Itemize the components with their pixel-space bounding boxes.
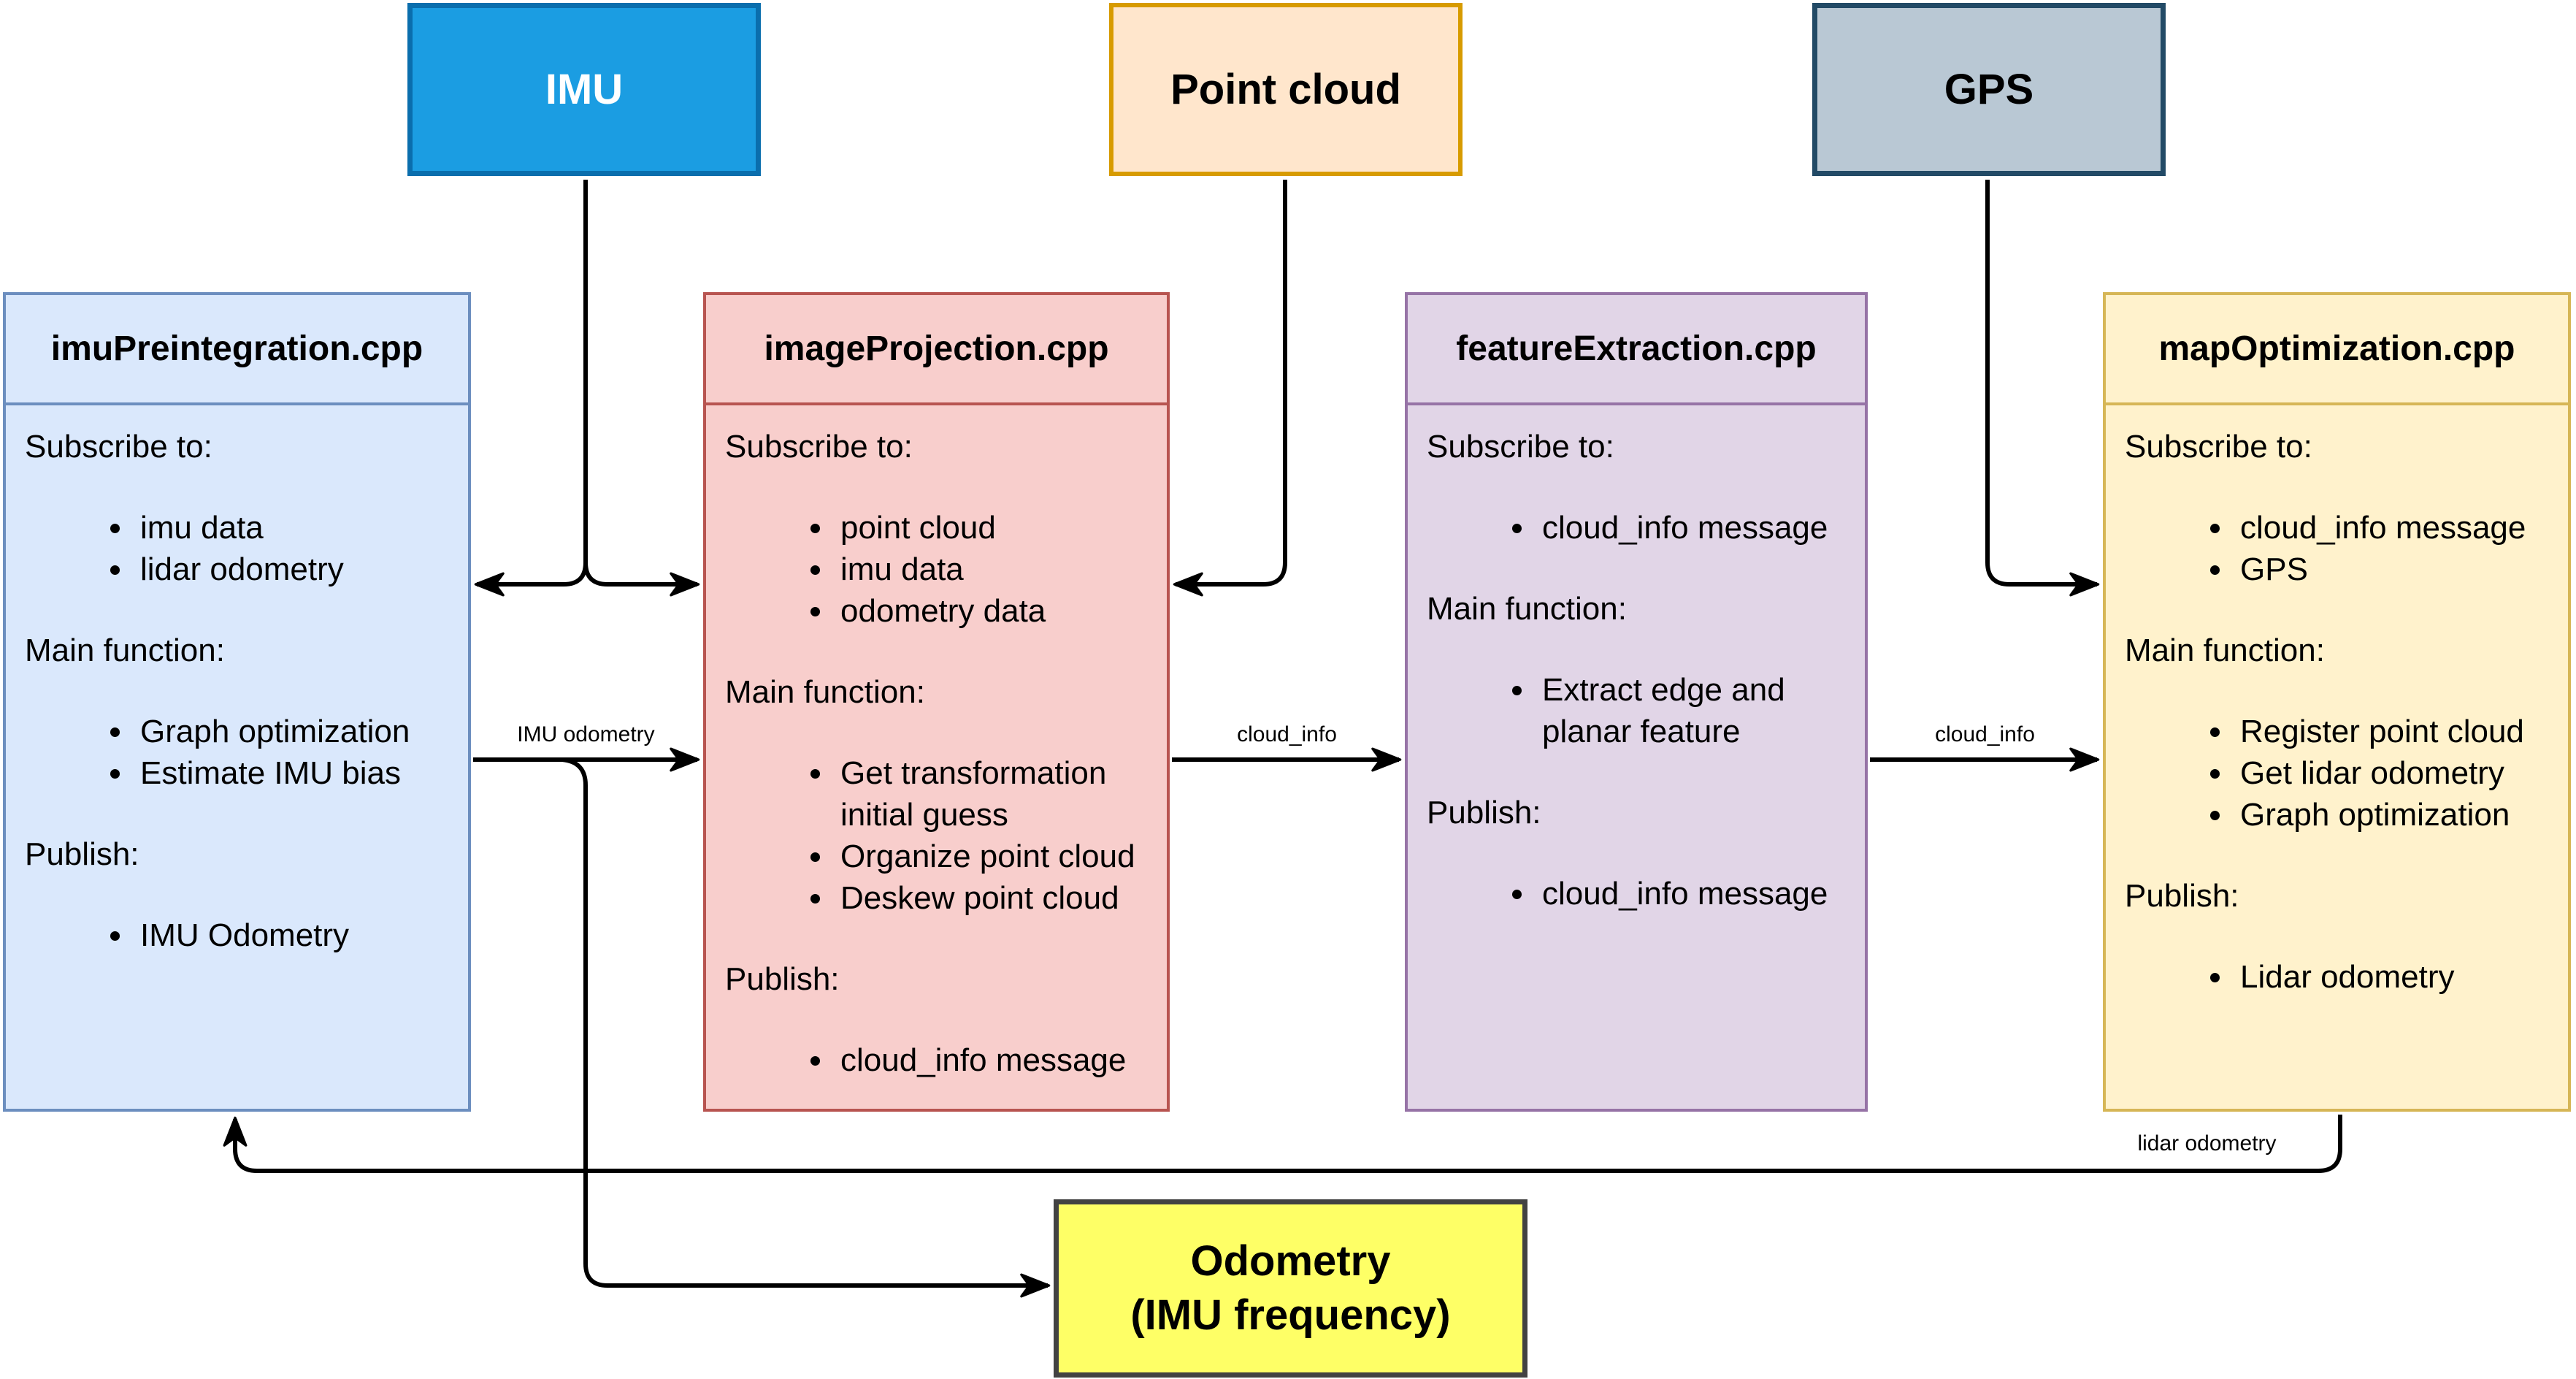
section-heading-main: Main function: [725,674,925,710]
main-list: Get transformation initial guess Organiz… [725,752,1152,919]
node-imageprojection: imageProjection.cpp Subscribe to: point … [703,292,1170,1112]
bullet-item: Lidar odometry [2234,956,2553,998]
bullet-item: cloud_info message [1536,507,1850,549]
section-heading-publish: Publish: [25,836,139,872]
main-list: Extract edge and planar feature [1427,669,1850,752]
bullet-item: IMU Odometry [134,914,453,956]
bullet-item: Register point cloud [2234,711,2553,752]
output-label-line2: (IMU frequency) [1130,1291,1451,1339]
section-heading-publish: Publish: [2125,878,2239,914]
section-heading-subscribe: Subscribe to: [1427,429,1614,465]
node-body: Subscribe to: cloud_info message GPS Mai… [2106,405,2568,998]
source-label-gps: GPS [1944,66,2034,113]
bullet-item: Get lidar odometry [2234,752,2553,794]
edge-imu-to-imupreintegration [474,180,588,597]
edge-lidar-odometry-feedback [223,1115,2342,1173]
main-list: Register point cloud Get lidar odometry … [2125,711,2553,836]
main-list: Graph optimization Estimate IMU bias [25,711,453,794]
edge-label-cloud-info-right: cloud_info [1935,722,2035,746]
source-label-imu: IMU [545,66,624,113]
source-box-pointcloud: Point cloud [1109,3,1463,176]
section-heading-subscribe: Subscribe to: [25,429,212,465]
bullet-item: point cloud [835,507,1152,549]
section-heading-subscribe: Subscribe to: [725,429,913,465]
publish-list: cloud_info message [725,1039,1152,1081]
bullet-item: Extract edge and planar feature [1536,669,1850,752]
bullet-item: GPS [2234,549,2553,590]
node-imupreintegration: imuPreintegration.cpp Subscribe to: imu … [3,292,471,1112]
bullet-item: cloud_info message [2234,507,2553,549]
output-label-line1: Odometry [1190,1237,1391,1285]
section-heading-publish: Publish: [725,961,840,997]
publish-list: Lidar odometry [2125,956,2553,998]
bullet-item: Graph optimization [134,711,453,752]
edge-gps-to-mapoptimization [1985,180,2100,597]
bullet-item: Deskew point cloud [835,877,1152,919]
node-title: imageProjection.cpp [706,295,1167,405]
subscribe-list: cloud_info message GPS [2125,507,2553,590]
edge-label-lidar-odometry: lidar odometry [2137,1131,2277,1155]
output-box-odometry: Odometry (IMU frequency) [1054,1199,1527,1378]
node-featureextraction: featureExtraction.cpp Subscribe to: clou… [1405,292,1868,1112]
section-heading-main: Main function: [2125,633,2325,668]
edge-label-cloud-info-left: cloud_info [1237,722,1337,746]
section-heading-publish: Publish: [1427,795,1541,830]
edge-label-imu-odometry: IMU odometry [517,722,655,746]
bullet-item: imu data [835,549,1152,590]
source-box-gps: GPS [1812,3,2166,176]
bullet-item: Estimate IMU bias [134,752,453,794]
node-body: Subscribe to: point cloud imu data odome… [706,405,1167,1081]
section-heading-main: Main function: [1427,591,1627,627]
section-heading-subscribe: Subscribe to: [2125,429,2312,465]
node-title: featureExtraction.cpp [1408,295,1865,405]
node-title: mapOptimization.cpp [2106,295,2568,405]
node-body: Subscribe to: cloud_info message Main fu… [1408,405,1865,914]
node-title: imuPreintegration.cpp [6,295,468,405]
bullet-item: Organize point cloud [835,836,1152,877]
subscribe-list: imu data lidar odometry [25,507,453,590]
publish-list: cloud_info message [1427,873,1850,914]
source-label-pointcloud: Point cloud [1170,66,1401,113]
bullet-item: cloud_info message [1536,873,1850,914]
bullet-item: Graph optimization [2234,794,2553,836]
bullet-item: Get transformation initial guess [835,752,1152,836]
source-box-imu: IMU [407,3,761,176]
edge-imu-to-imageprojection [583,562,700,597]
section-heading-main: Main function: [25,633,225,668]
bullet-item: imu data [134,507,453,549]
bullet-item: lidar odometry [134,549,453,590]
bullet-item: odometry data [835,590,1152,632]
subscribe-list: cloud_info message [1427,507,1850,549]
edge-pointcloud-to-imageprojection [1173,180,1287,597]
bullet-item: cloud_info message [835,1039,1152,1081]
node-body: Subscribe to: imu data lidar odometry Ma… [6,405,468,956]
publish-list: IMU Odometry [25,914,453,956]
node-mapoptimization: mapOptimization.cpp Subscribe to: cloud_… [2103,292,2571,1112]
subscribe-list: point cloud imu data odometry data [725,507,1152,632]
